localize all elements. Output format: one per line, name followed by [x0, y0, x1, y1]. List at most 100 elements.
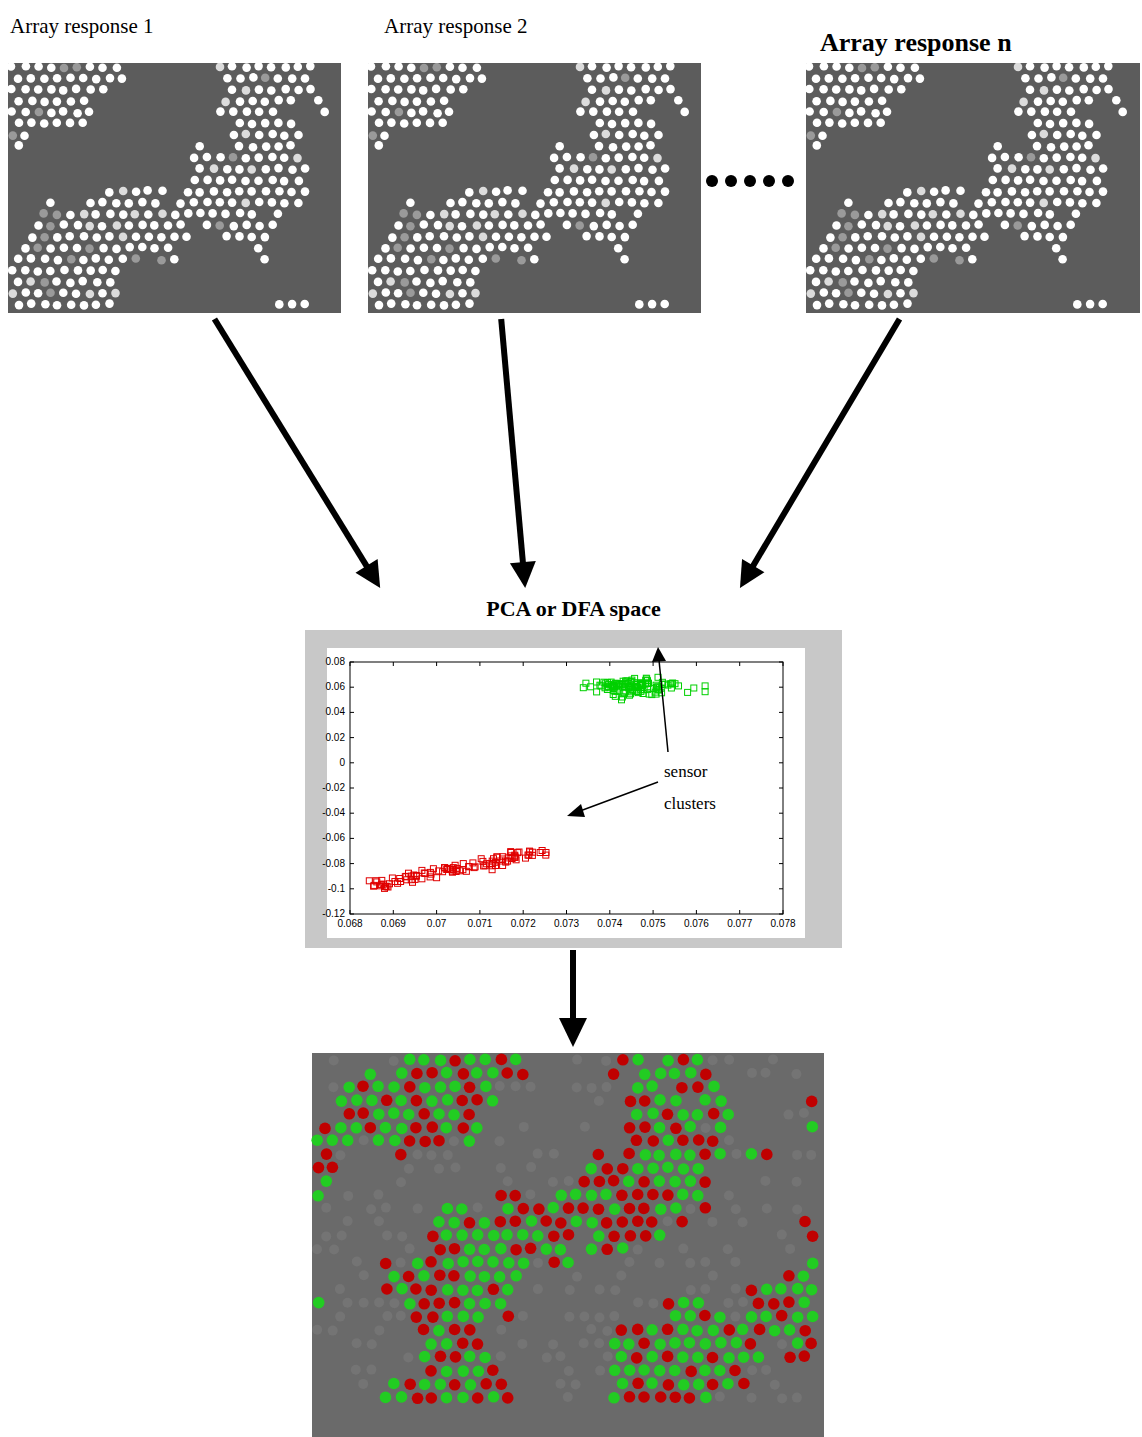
green-bead: [372, 1081, 384, 1093]
bead: [33, 243, 42, 252]
bead: [216, 153, 225, 162]
bead: [374, 278, 383, 287]
unlit-bead: [715, 1392, 725, 1402]
bead: [34, 267, 43, 276]
bead: [909, 289, 918, 298]
bead: [452, 75, 461, 84]
bead: [164, 243, 173, 252]
bead: [230, 131, 239, 140]
red-bead: [433, 1297, 445, 1309]
bead: [274, 96, 283, 105]
green-bead: [670, 1095, 682, 1107]
bead: [91, 210, 100, 219]
bead: [46, 289, 55, 298]
unlit-bead: [601, 1056, 611, 1066]
red-bead: [548, 1230, 560, 1242]
bead: [634, 142, 643, 151]
red-bead: [663, 1379, 675, 1391]
axis-tick-label: 0.076: [684, 918, 709, 930]
bead: [1072, 96, 1081, 105]
bead: [1019, 210, 1028, 219]
cluster-point: [610, 692, 616, 698]
axis-tick: [350, 662, 354, 663]
red-bead: [602, 1163, 614, 1175]
axis-tick: [696, 910, 697, 914]
bead: [883, 244, 892, 253]
bead: [262, 165, 271, 174]
unlit-bead: [335, 1150, 345, 1160]
bead: [890, 300, 899, 309]
bead: [903, 299, 912, 308]
bead: [948, 221, 957, 230]
green-bead: [425, 1338, 437, 1350]
bead: [1014, 153, 1023, 162]
bead: [452, 254, 461, 263]
bead: [1033, 142, 1042, 151]
bead: [406, 244, 415, 253]
node-heading: Array response n: [806, 6, 1140, 58]
red-bead: [434, 1244, 446, 1256]
bead: [1060, 142, 1069, 151]
cluster-point: [525, 852, 531, 858]
bead: [1040, 221, 1049, 230]
unlit-bead: [517, 1339, 527, 1349]
bead: [896, 289, 905, 298]
bead: [40, 278, 49, 287]
bead: [614, 177, 623, 186]
bead: [583, 165, 592, 174]
bead: [15, 118, 24, 127]
bead: [1040, 130, 1049, 139]
red-bead: [806, 1096, 818, 1108]
bead: [255, 108, 264, 117]
bead: [446, 199, 455, 208]
red-bead: [395, 1149, 407, 1161]
leader-line: [659, 660, 668, 752]
bead: [634, 164, 643, 173]
bead: [583, 74, 592, 83]
bead: [555, 142, 564, 151]
green-bead: [518, 1257, 530, 1269]
axis-tick: [779, 838, 783, 839]
unlit-bead: [768, 1054, 778, 1064]
bead: [1052, 244, 1061, 253]
bead: [1027, 153, 1036, 162]
green-bead: [396, 1123, 408, 1135]
green-bead: [433, 1216, 445, 1228]
green-bead: [807, 1121, 819, 1133]
bead: [381, 85, 390, 94]
green-bead: [714, 1311, 726, 1323]
red-bead: [662, 1189, 674, 1201]
bead: [60, 64, 69, 73]
green-bead: [526, 1215, 538, 1227]
bead: [395, 108, 404, 117]
bead: [581, 210, 590, 219]
bead: [374, 75, 383, 84]
bead: [890, 75, 899, 84]
green-bead: [632, 1082, 644, 1094]
bead: [399, 209, 408, 218]
unlit-bead: [747, 1393, 757, 1403]
red-bead: [623, 1148, 635, 1160]
bead: [280, 177, 289, 186]
red-bead: [625, 1096, 637, 1108]
unlit-bead: [777, 1393, 787, 1403]
red-bead: [700, 1069, 712, 1081]
bead: [563, 221, 572, 230]
bead: [106, 278, 115, 287]
bead: [969, 211, 978, 220]
unlit-bead: [571, 1380, 581, 1390]
red-bead: [699, 1310, 711, 1322]
red-bead: [525, 1243, 537, 1255]
green-bead: [442, 1203, 454, 1215]
bead: [394, 85, 403, 94]
bead: [157, 256, 166, 265]
bead: [889, 210, 898, 219]
bead: [294, 131, 303, 140]
red-bead: [768, 1298, 780, 1310]
green-bead: [487, 1095, 499, 1107]
bead: [1014, 107, 1023, 116]
red-bead: [563, 1202, 575, 1214]
green-bead: [495, 1243, 507, 1255]
red-bead: [638, 1203, 650, 1215]
bead: [106, 74, 115, 83]
